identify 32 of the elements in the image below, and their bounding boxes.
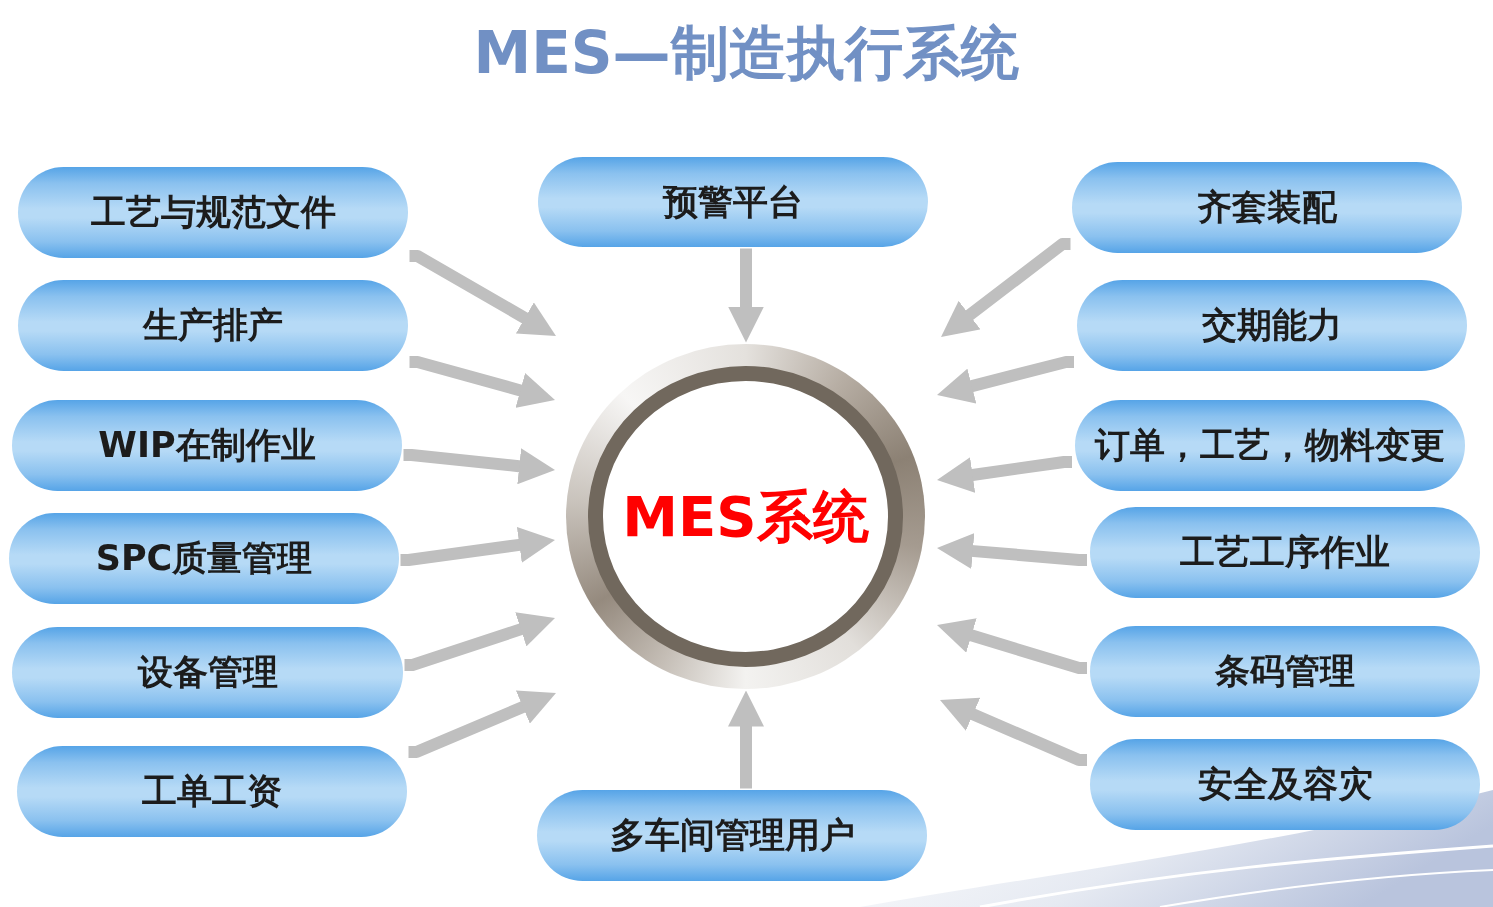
arrow	[936, 456, 1072, 493]
rounded-box	[18, 280, 408, 371]
arrow	[936, 533, 1087, 569]
box-label: 工单工资	[142, 771, 282, 812]
box-label: 齐套装配	[1197, 187, 1337, 228]
arrow	[728, 248, 764, 343]
arrow	[404, 612, 557, 671]
arrow	[400, 527, 556, 566]
box-label: 多车间管理用户	[609, 815, 855, 856]
box-label: 条码管理	[1215, 651, 1355, 692]
rounded-box	[1072, 162, 1462, 253]
box-label: 生产排产	[143, 305, 283, 346]
rounded-box	[1090, 739, 1480, 830]
arrow	[935, 618, 1087, 674]
box-label: WIP在制作业	[98, 425, 316, 466]
rounded-box	[17, 746, 407, 837]
arrow	[403, 448, 556, 485]
box-label: 安全及容灾	[1197, 764, 1373, 805]
box-label: SPC质量管理	[95, 538, 313, 579]
center-label: MES系统	[622, 485, 869, 548]
rounded-box	[1077, 280, 1467, 371]
box-label: 订单，工艺，物料变更	[1095, 425, 1445, 466]
box-label: 交期能力	[1202, 305, 1342, 346]
box-label: 预警平台	[663, 181, 803, 223]
box-label: 设备管理	[137, 652, 278, 693]
box-label: 工艺与规范文件	[90, 192, 336, 233]
arrow	[408, 687, 559, 758]
title: MES—制造执行系统	[473, 22, 1019, 86]
arrow	[409, 356, 557, 408]
arrow	[935, 356, 1074, 404]
arrow	[728, 690, 764, 789]
box-label: 工艺工序作业	[1180, 532, 1390, 573]
